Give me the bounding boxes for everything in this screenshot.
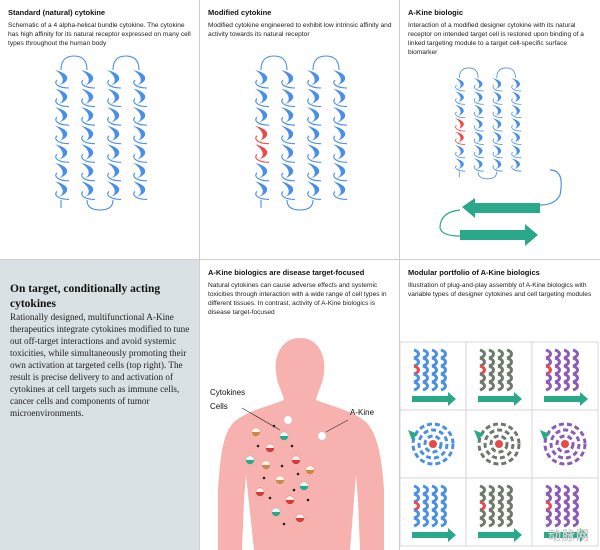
cell [317,431,327,441]
akine-label: A-Kine [350,408,375,417]
helix [307,55,340,200]
helix [255,55,288,200]
cell [285,495,295,505]
cytokine-dot [268,496,272,500]
cell [271,507,281,517]
cytokine-dot [256,444,260,448]
helix [473,78,498,180]
panel-description: Interaction of a modified designer cytok… [408,22,584,56]
modular-grid-diagram [400,341,599,547]
helix [107,55,140,200]
panel-description: Natural cytokines can cause adverse effe… [208,282,387,316]
body-illustration [218,338,384,550]
helix [281,70,314,211]
panel-modular-portfolio: Modular portfolio of A-Kine biologics Il… [400,260,600,550]
panel-title: A-Kine biologics are disease target-focu… [208,268,365,277]
helix [81,70,114,211]
cytokine-bundle-diagram [55,55,148,211]
portfolio-module [465,477,533,547]
helix [55,55,88,200]
panel-heading: On target, conditionally acting cytokine… [10,283,161,310]
helix [511,78,522,172]
panel-description: Illustration of plug-and-play assembly o… [408,282,592,298]
cell [245,455,255,465]
cytokines-label: Cytokines [210,388,246,397]
watermark: 动脉网 [547,528,590,543]
helix [133,70,148,200]
akine-bundle-diagram [439,67,562,246]
cytokine-dot [280,464,284,468]
cell [283,415,293,425]
cell [275,475,285,485]
cell [305,465,315,475]
cell [295,513,305,523]
panel-description: Schematic of a 4 alpha-helical bundle cy… [8,22,191,47]
modified-bundle-diagram [255,55,348,211]
helix [492,67,516,172]
cell [291,455,301,465]
portfolio-module [531,409,599,479]
cytokine-dot [292,488,296,492]
cells-label: Cells [210,402,228,411]
panel-description: Modified cytokine engineered to exhibit … [208,22,392,38]
panel-disease-target: A-Kine biologics are disease target-focu… [200,260,400,550]
cell [255,487,265,497]
portfolio-module [465,341,533,411]
portfolio-module [400,341,467,411]
panel-title: Modular portfolio of A-Kine biologics [408,268,540,277]
targeting-module [439,169,562,246]
cell [299,481,309,491]
cytokine-dot [306,498,310,502]
panel-akine-biologic: A-Kine biologic Interaction of a modifie… [400,0,600,260]
panel-title: A-Kine biologic [408,8,463,17]
panel-modified-cytokine: Modified cytokine Modified cytokine engi… [200,0,400,260]
portfolio-module [465,409,533,479]
portfolio-module [400,409,467,479]
portfolio-module [400,477,467,547]
helix [455,67,479,172]
panel-standard-cytokine: Standard (natural) cytokine Schematic of… [0,0,200,260]
helix [333,70,348,200]
panel-on-target: On target, conditionally acting cytokine… [0,260,200,550]
cell [251,427,261,437]
cytokine-dot [296,472,300,476]
portfolio-module [531,477,599,547]
panel-body-text: Rationally designed, multifunctional A-K… [10,312,190,418]
cell [261,460,271,470]
human-silhouette [218,338,384,550]
cytokine-dot [262,476,266,480]
panel-title: Standard (natural) cytokine [8,8,106,17]
cytokine-dot [290,444,294,448]
portfolio-module [531,341,599,411]
cell [265,443,275,453]
cytokine-dot [282,522,286,526]
panel-title: Modified cytokine [208,8,272,17]
cell [279,431,289,441]
